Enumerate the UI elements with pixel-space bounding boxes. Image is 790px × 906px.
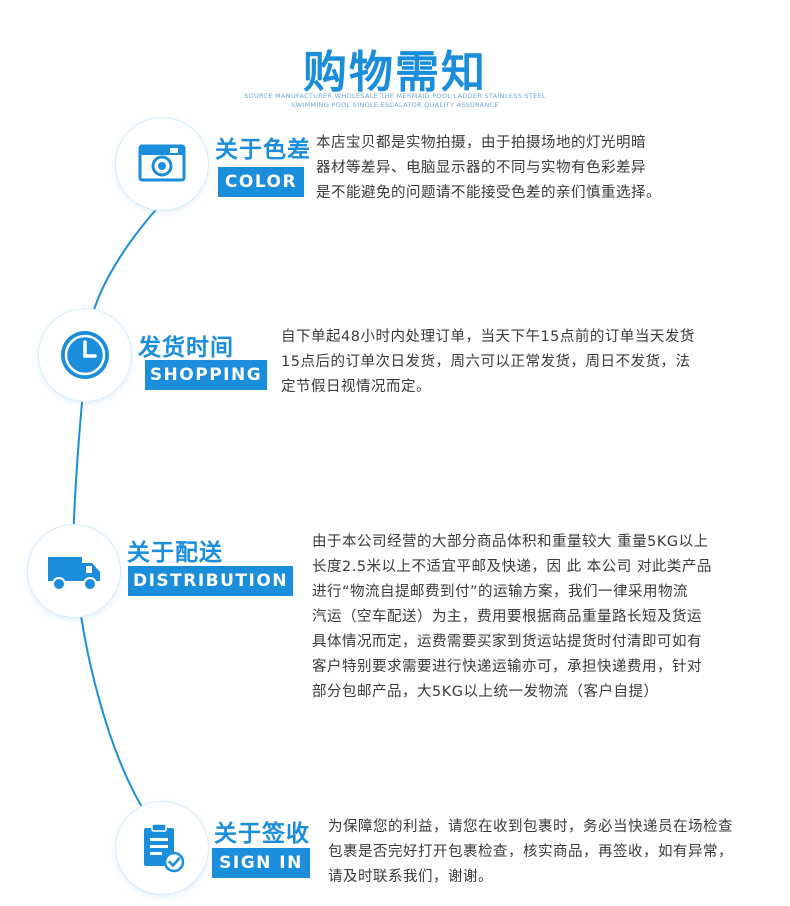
section-signin-badge: SIGN IN — [212, 848, 310, 878]
description-line: 本店宝贝都是实物拍摄，由于拍摄场地的灯光明暗 — [316, 135, 646, 151]
section-color-title: 关于色差 — [215, 137, 311, 163]
camera-icon — [138, 144, 186, 182]
section-color-description: 本店宝贝都是实物拍摄，由于拍摄场地的灯光明暗 器材等差异、电脑显示器的不同与实物… — [316, 131, 661, 206]
description-line: 15点后的订单次日发货，周六可以正常发货，周日不发货，法 — [281, 354, 691, 370]
description-line: 自下单起48小时内处理订单，当天下午15点前的订单当天发货 — [281, 329, 695, 345]
section-shipping-icon-circle — [38, 308, 132, 402]
description-line: 定节假日视情况而定。 — [281, 379, 431, 395]
section-signin-description: 为保障您的利益，请您在收到包裹时，务必当快递员在场检查 包裹是否完好打开包裹检查… — [328, 815, 733, 890]
section-signin-title: 关于签收 — [214, 821, 310, 847]
truck-icon — [48, 557, 100, 591]
description-line: 具体情况而定，运费需要买家到货运站提货时付清即可如有 — [312, 634, 702, 650]
section-shipping-badge: SHOPPING — [145, 360, 267, 390]
section-shipping-title: 发货时间 — [138, 335, 234, 361]
section-color-badge: COLOR — [218, 167, 304, 197]
description-line: 部分包邮产品，大5KG以上统一发物流（客户自提） — [312, 684, 659, 700]
clipboard-check-icon — [144, 823, 185, 873]
description-line: 器材等差异、电脑显示器的不同与实物有色彩差异 — [316, 160, 646, 176]
page-subtitle: SOURCE MANUFACTURER WHOLESALE THE MERMAI… — [0, 92, 790, 110]
section-color-icon-circle — [115, 117, 209, 211]
description-line: 长度2.5米以上不适宜平邮及快递，因 此 本公司 对此类产品 — [312, 559, 712, 575]
description-line: 请及时联系我们，谢谢。 — [328, 869, 493, 885]
clock-icon — [61, 331, 109, 379]
section-distribution-description: 由于本公司经营的大部分商品体积和重量较大 重量5KG以上 长度2.5米以上不适宜… — [312, 530, 712, 705]
description-line: 汽运（空车配送）为主，费用要根据商品重量路长短及货运 — [312, 609, 702, 625]
subtitle-line-1: SOURCE MANUFACTURER WHOLESALE THE MERMAI… — [244, 92, 546, 100]
description-line: 客户特别要求需要进行快递运输亦可，承担快递费用，针对 — [312, 659, 702, 675]
section-distribution-icon-circle — [27, 524, 121, 618]
section-distribution-badge: DISTRIBUTION — [128, 566, 293, 596]
section-shipping-description: 自下单起48小时内处理订单，当天下午15点前的订单当天发货 15点后的订单次日发… — [281, 325, 695, 400]
section-signin-icon-circle — [115, 801, 209, 895]
page-title: 购物需知 — [303, 47, 487, 98]
description-line: 为保障您的利益，请您在收到包裹时，务必当快递员在场检查 — [328, 819, 733, 835]
subtitle-line-2: SWIMMING POOL SINGLE ESCALATOR QUALITY A… — [291, 101, 499, 109]
section-distribution-title: 关于配送 — [127, 540, 223, 566]
description-line: 是不能避免的问题请不能接受色差的亲们慎重选择。 — [316, 185, 661, 201]
description-line: 包裹是否完好打开包裹检查，核实商品，再签收，如有异常， — [328, 844, 733, 860]
description-line: 进行“物流自提邮费到付”的运输方案，我们一律采用物流 — [312, 584, 689, 600]
description-line: 由于本公司经营的大部分商品体积和重量较大 重量5KG以上 — [312, 534, 709, 550]
